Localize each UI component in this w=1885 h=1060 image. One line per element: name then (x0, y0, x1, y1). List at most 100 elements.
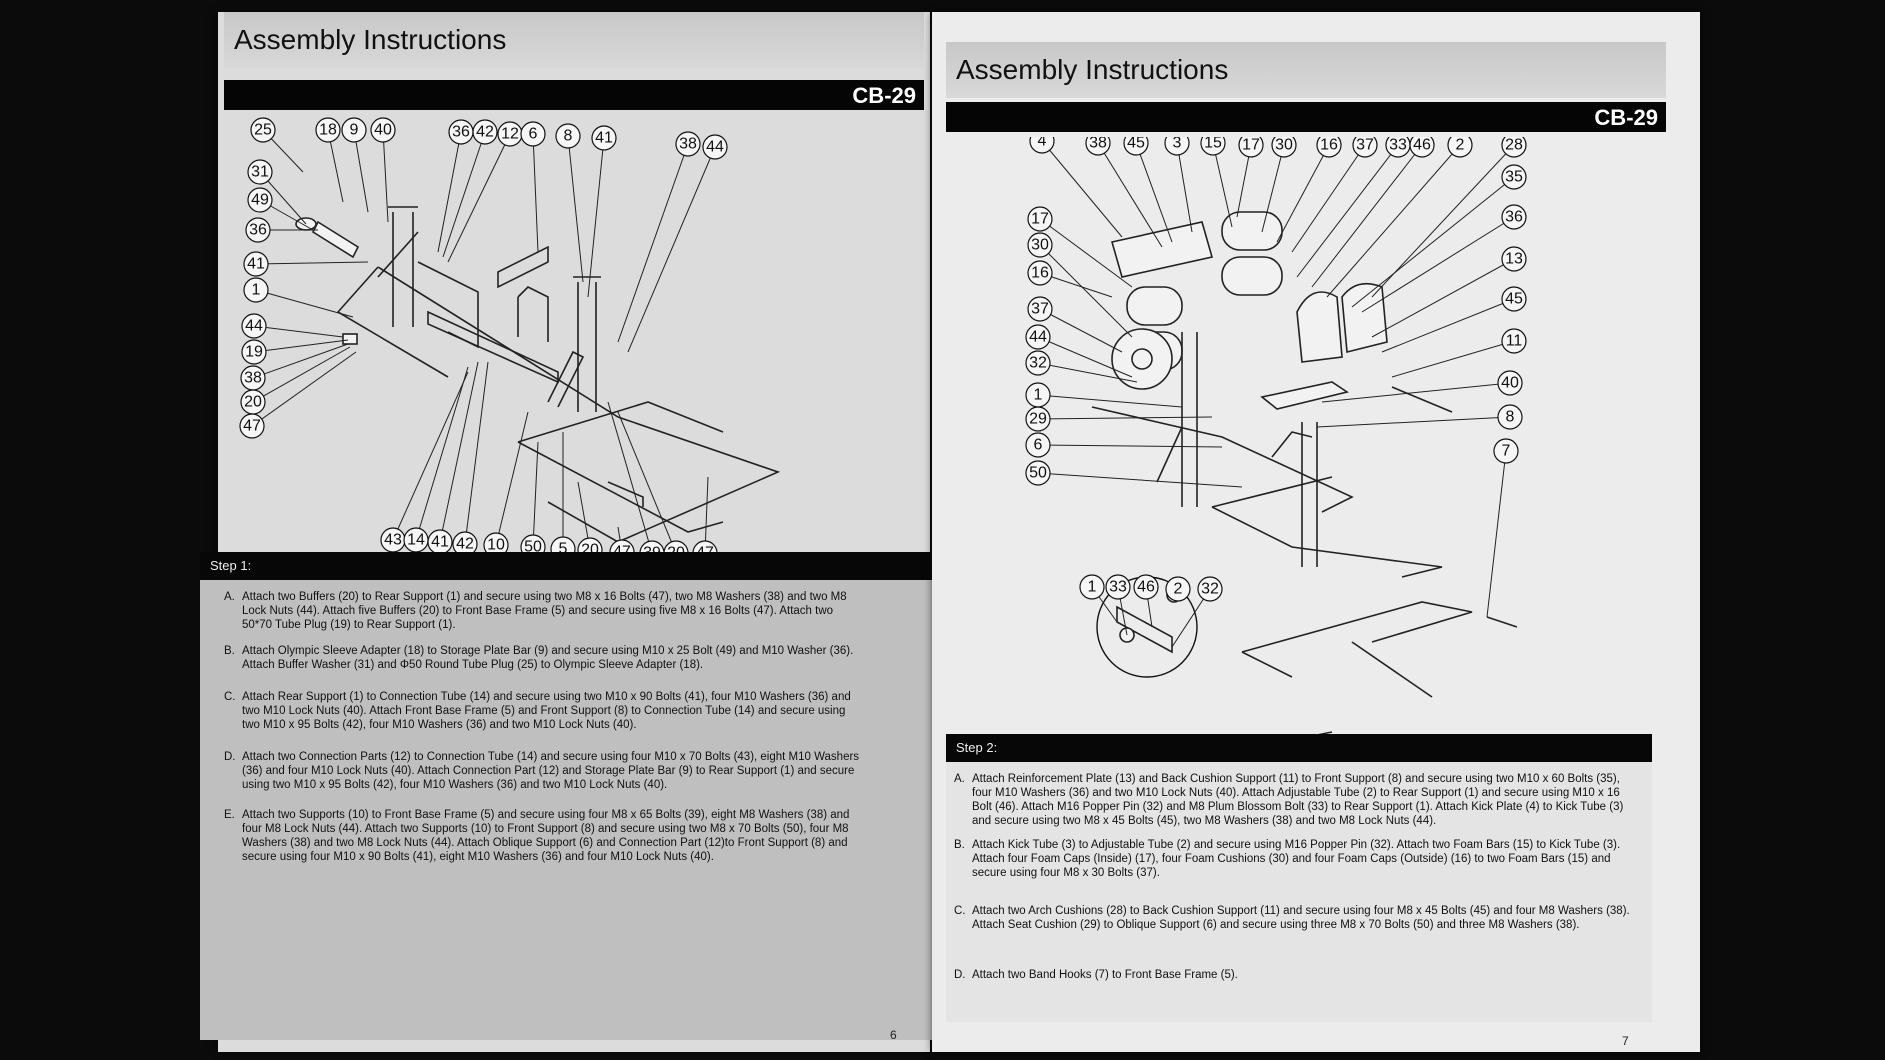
callout-circle (591, 125, 617, 151)
callout-circle (1501, 137, 1527, 158)
callout-number: 45 (1505, 291, 1523, 308)
callout-leader-line (587, 137, 605, 298)
instruction-key: B. (224, 645, 235, 657)
right-top-callout-33: 33 (1296, 137, 1411, 278)
right-side2-callout-13: 13 (1371, 246, 1527, 338)
right-side-callout-29: 29 (1025, 406, 1213, 432)
callout-leader-line (1037, 416, 1213, 420)
callout-leader-line (415, 366, 469, 541)
callout-circle (315, 117, 341, 143)
callout-leader-line (1097, 142, 1163, 248)
callout-circle (1238, 137, 1264, 158)
callout-leader-line (1381, 298, 1515, 353)
left-top-callout-25: 25 (250, 117, 304, 173)
callout-circle (1497, 370, 1523, 396)
callout-leader-line (253, 339, 349, 353)
left-frame-drawing (295, 206, 781, 543)
callout-leader-line (252, 346, 351, 403)
callout-number: 32 (1029, 355, 1047, 372)
callout-circle (1025, 432, 1051, 458)
callout-number: 18 (319, 122, 337, 139)
left-top-callout-36: 36 (437, 119, 474, 253)
left-side-callout-41: 41 (243, 251, 369, 277)
instruction-text: Attach two Supports (10) to Front Base F… (242, 809, 850, 863)
callout-leader-line (1039, 308, 1123, 353)
callout-leader-line (442, 131, 486, 258)
callout-leader-line (627, 146, 716, 353)
callout-leader-line (1037, 336, 1133, 378)
callout-number: 32 (1201, 581, 1219, 598)
instruction-key: A. (954, 773, 965, 785)
callout-number: 3 (1173, 137, 1182, 152)
callout-number: 19 (245, 344, 263, 361)
callout-leader-line (353, 129, 369, 213)
callout-circle (675, 131, 701, 157)
callout-number: 47 (243, 418, 261, 435)
callout-leader-line (495, 411, 529, 546)
instruction-text: Attach two Band Hooks (7) to Front Base … (972, 969, 1238, 981)
callout-leader-line (1486, 450, 1507, 618)
callout-circle (1027, 260, 1053, 286)
callout-circle (1409, 137, 1435, 158)
right-top-callout-16: 16 (1276, 137, 1342, 243)
right-top-callout-37: 37 (1291, 137, 1378, 253)
right-side-callout-32: 32 (1025, 350, 1138, 383)
callout-circle (1501, 286, 1527, 312)
callout-leader-line (1037, 362, 1138, 383)
right-side2-callout-7: 7 (1486, 438, 1519, 618)
callout-leader-line (567, 135, 584, 283)
callout-number: 1 (1088, 579, 1097, 596)
callout-number: 15 (1204, 137, 1222, 152)
callout-leader-line (1311, 144, 1423, 288)
right-top-callout-38: 38 (1085, 137, 1163, 248)
callout-leader-line (1039, 272, 1113, 298)
callout-leader-line (1041, 140, 1123, 238)
right-step-title: Step 2: (956, 740, 998, 755)
left-side-callout-38: 38 (240, 343, 349, 391)
callout-leader-line (252, 343, 349, 379)
right-side2-callout-40: 40 (1321, 370, 1523, 403)
right-top-callout-17: 17 (1236, 137, 1264, 218)
left-side-callout-36: 36 (245, 217, 318, 243)
callout-circle (1085, 137, 1111, 156)
callout-leader-line (1326, 144, 1461, 298)
callout-circle (1501, 164, 1527, 190)
callout-circle (241, 313, 267, 339)
right-bottom-callout-33: 33 (1105, 574, 1131, 636)
right-model-bar: CB-29 (946, 102, 1666, 132)
left-top-callout-42: 42 (442, 119, 498, 258)
callout-leader-line (1316, 416, 1511, 428)
callout-circle (1316, 137, 1342, 158)
callout-number: 33 (1109, 579, 1127, 596)
left-side-callout-49: 49 (247, 187, 314, 231)
instruction-text: Attach two Buffers (20) to Rear Support … (242, 591, 847, 631)
callout-number: 9 (350, 122, 359, 139)
right-bottom-callout-2: 2 (1165, 576, 1191, 602)
callout-circle (1025, 324, 1051, 350)
callout-leader-line (255, 289, 354, 318)
left-section-title: Assembly Instructions (234, 24, 507, 55)
right-side-callout-50: 50 (1025, 460, 1243, 488)
left-top-callout-9: 9 (341, 117, 369, 213)
right-side-callout-1: 1 (1025, 382, 1183, 408)
right-bottom-callout-32: 32 (1171, 576, 1223, 648)
callout-number: 42 (456, 536, 474, 553)
right-side-callout-6: 6 (1025, 432, 1223, 458)
right-page-number: 7 (1622, 1034, 1629, 1048)
callout-leader-line (437, 131, 462, 253)
callout-number: 5 (559, 541, 568, 558)
callout-number: 14 (407, 532, 425, 549)
callout-leader-line (382, 129, 389, 223)
left-step-body: A. Attach two Buffers (20) to Rear Suppo… (200, 580, 950, 1042)
left-instruction-b: B. Attach Olympic Sleeve Adapter (18) to… (224, 644, 864, 692)
right-top-callout-30: 30 (1261, 137, 1297, 233)
callout-leader-line (1391, 340, 1515, 378)
right-step-bar: Step 2: (946, 734, 1652, 762)
callout-circle (247, 187, 273, 213)
right-bottom-callout-46: 46 (1133, 574, 1159, 628)
callout-number: 8 (1506, 409, 1515, 426)
callout-leader-line (1037, 444, 1223, 448)
instruction-text: Attach Kick Tube (3) to Adjustable Tube … (972, 839, 1621, 879)
right-instruction-a: A. Attach Reinforcement Plate (13) and B… (954, 772, 1634, 832)
